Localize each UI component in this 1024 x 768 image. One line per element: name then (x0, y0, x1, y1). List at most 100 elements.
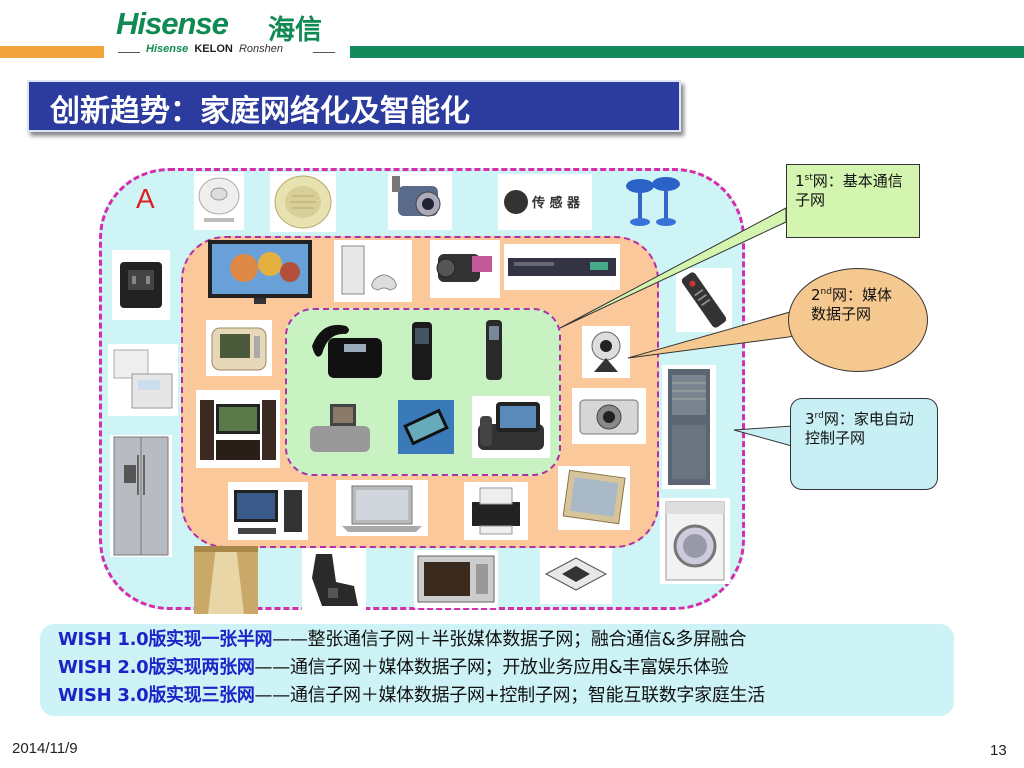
smoke-detector-icon (198, 177, 240, 222)
video-phone-image (206, 320, 272, 376)
remote-icon (681, 272, 727, 328)
tablet-image (398, 400, 454, 454)
header-green-bar (350, 46, 1024, 58)
wish-line-1: WISH 1.0版实现一张半网——整张通信子网＋半张媒体数据子网；融合通信&多屏… (58, 630, 746, 650)
thermostat-icon (113, 349, 173, 409)
title-banner (27, 80, 681, 132)
callout-2-num: 2 (811, 286, 821, 304)
cordless-phone-image (480, 318, 508, 384)
refrigerator-icon (113, 436, 169, 556)
wish-3-highlight: WISH 3.0版实现三张网 (58, 685, 255, 706)
tv-icon (208, 240, 312, 304)
flat-tv-image (208, 240, 314, 306)
security-camera-image (388, 172, 452, 230)
air-conditioner-icon (668, 369, 710, 485)
video-phone-icon (211, 327, 267, 371)
header-orange-bar (0, 46, 104, 58)
laptop-icon (342, 485, 422, 532)
tablet-icon (398, 400, 454, 454)
sensor-label: 传 感 器 (532, 196, 581, 211)
washing-machine-icon (665, 501, 725, 581)
game-console-image (334, 240, 412, 302)
hisense-logo-cn: 海信 (268, 15, 322, 46)
mobile-phone-image (408, 320, 436, 382)
hisense-logo: Hisense (116, 6, 229, 41)
ceiling-ac-image (540, 548, 612, 604)
brand-line-left (118, 52, 140, 53)
photo-frame-icon (562, 469, 626, 525)
brand-hisense: Hisense (146, 43, 189, 55)
digital-camera-icon (579, 399, 639, 435)
power-socket-image (112, 250, 170, 320)
mobile-phone-icon (412, 322, 432, 380)
microwave-icon (417, 555, 495, 603)
video-conference-phone-icon (310, 404, 370, 452)
desk-phone-image (302, 316, 388, 388)
brand-ronshen: Ronshen (238, 43, 283, 55)
desktop-pc-icon (234, 490, 302, 534)
camcorder-image (430, 240, 500, 298)
callout-3-sup: rd (814, 411, 824, 421)
wish-line-3: WISH 3.0版实现三张网——通信子网＋媒体数据子网+控制子网；智能互联数字家… (58, 686, 765, 706)
set-top-box-image (504, 244, 620, 290)
brand-line-right (313, 52, 335, 53)
wish-2-highlight: WISH 2.0版实现两张网 (58, 657, 255, 678)
home-theater-image (196, 390, 280, 468)
wish-1-text: ——整张通信子网＋半张媒体数据子网；融合通信&多屏融合 (272, 629, 747, 650)
remote-control-image (676, 268, 732, 332)
callout-2-text: 网：媒体数据子网 (811, 286, 892, 323)
webcam-icon (591, 331, 621, 372)
callout-3-text: 网：家电自动控制子网 (805, 410, 914, 447)
security-camera-icon (392, 176, 441, 217)
callout-2-sup: nd (820, 287, 832, 297)
smart-phone-terminal-image (472, 396, 550, 458)
printer-image (464, 482, 528, 540)
desktop-pc-image (228, 482, 308, 540)
air-conditioner-image (662, 365, 716, 489)
wish-line-2: WISH 2.0版实现两张网——通信子网＋媒体数据子网；开放业务应用&丰富娱乐体… (58, 657, 729, 678)
brand-row: Hisense KELON Ronshen (146, 43, 283, 55)
photo-frame-image (558, 466, 630, 530)
lamp-icon (626, 177, 680, 226)
gas-detector-icon (274, 175, 332, 229)
socket-icon (120, 262, 162, 308)
massage-chair-icon (312, 554, 358, 606)
callout-network-1: 1st网：基本通信子网 (786, 164, 920, 238)
smart-terminal-icon (478, 402, 544, 450)
callout-1-sup: st (804, 173, 813, 183)
video-conference-phone-image (302, 398, 376, 460)
set-top-box-icon (508, 258, 616, 276)
page-title: 创新趋势：家庭网络化及智能化 (50, 94, 470, 129)
sensor-image: 传 感 器 (498, 174, 592, 230)
gas-detector-image (270, 172, 336, 232)
washing-machine-image (660, 498, 730, 584)
callout-1-text: 网：基本通信子网 (795, 172, 903, 209)
zone-label: A (136, 183, 155, 214)
digital-camera-image (572, 388, 646, 444)
wish-1-highlight: WISH 1.0版实现一张半网 (58, 629, 273, 650)
massage-chair-image (302, 548, 366, 610)
wish-summary-box (40, 624, 954, 716)
sensor-icon (504, 190, 528, 214)
thermostat-image (108, 344, 178, 416)
ceiling-ac-icon (544, 557, 608, 591)
callout-1-num: 1 (795, 172, 805, 190)
desk-phone-icon (312, 324, 382, 378)
webcam-image (582, 326, 630, 378)
wish-3-text: ——通信子网＋媒体数据子网+控制子网；智能互联数字家庭生活 (254, 685, 766, 706)
cordless-phone-icon (486, 320, 502, 380)
camcorder-icon (436, 254, 492, 282)
page-number: 13 (990, 742, 1007, 759)
laptop-image (336, 480, 428, 536)
curtain-icon (194, 546, 258, 614)
smoke-detector-image (194, 172, 244, 230)
refrigerator-image (110, 435, 172, 557)
game-console-icon (341, 245, 397, 295)
wish-2-text: ——通信子网＋媒体数据子网；开放业务应用&丰富娱乐体验 (254, 657, 729, 678)
smart-curtain-image (194, 546, 258, 614)
footer-date: 2014/11/9 (12, 740, 78, 757)
callout-network-3: 3rd网：家电自动控制子网 (790, 398, 938, 490)
callout-network-2: 2nd网：媒体数据子网 (788, 268, 928, 372)
printer-icon (472, 487, 520, 535)
